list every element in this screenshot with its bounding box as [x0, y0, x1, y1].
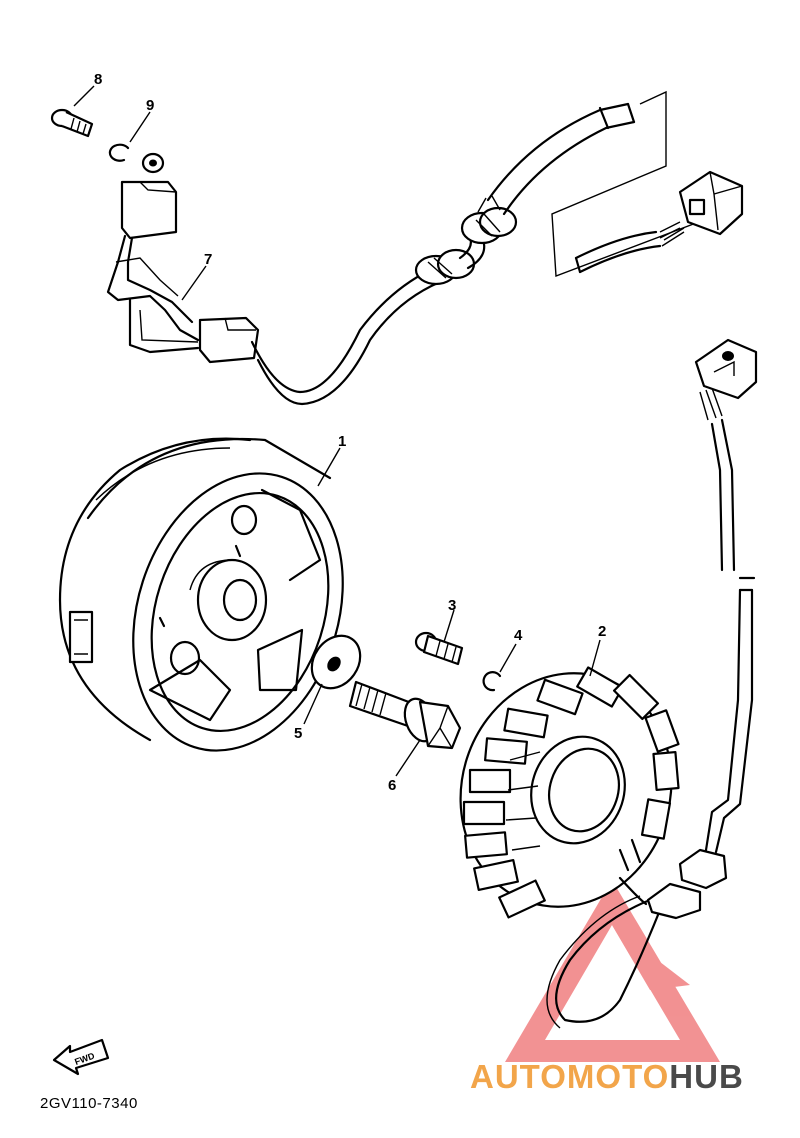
- watermark-auto: AUTO: [470, 1058, 567, 1095]
- harness-continuation-box: [551, 90, 744, 277]
- part-3-screw: [414, 631, 464, 666]
- watermark-triangle-logo: [505, 880, 720, 1062]
- callout-2: 2: [598, 623, 606, 640]
- callout-3: 3: [448, 597, 456, 614]
- stator-wire-loop: [546, 882, 702, 1029]
- watermark-hub: HUB: [669, 1058, 744, 1095]
- watermark-text: AUTOMOTOHUB: [470, 1058, 744, 1096]
- part-7-pickup-coil: [106, 180, 260, 364]
- fwd-arrow-icon: FWD: [52, 1038, 110, 1076]
- stator-harness: [678, 338, 758, 890]
- callout-7: 7: [204, 251, 212, 268]
- callout-5: 5: [294, 725, 302, 742]
- part-code: 2GV110-7340: [40, 1095, 138, 1112]
- callout-6: 6: [388, 777, 396, 794]
- callout-8: 8: [94, 71, 102, 88]
- callout-4: 4: [514, 627, 523, 644]
- callout-labels: 8 9 7 1 2 3 4 5 6: [94, 71, 606, 794]
- watermark-moto: MOTO: [566, 1058, 670, 1095]
- part-6-flange-bolt: [348, 680, 462, 750]
- part-4-lock-washer: [482, 671, 502, 692]
- leader-lines: [73, 85, 601, 777]
- part-5-washer: [310, 634, 362, 690]
- part-9-lock-washer: [108, 143, 165, 174]
- callout-1: 1: [338, 433, 346, 450]
- pickup-wire-harness: [250, 102, 636, 406]
- part-1-flywheel-rotor: [58, 437, 344, 752]
- callout-9: 9: [146, 97, 154, 114]
- part-2-stator: [459, 666, 680, 919]
- part-8-screw: [50, 108, 94, 138]
